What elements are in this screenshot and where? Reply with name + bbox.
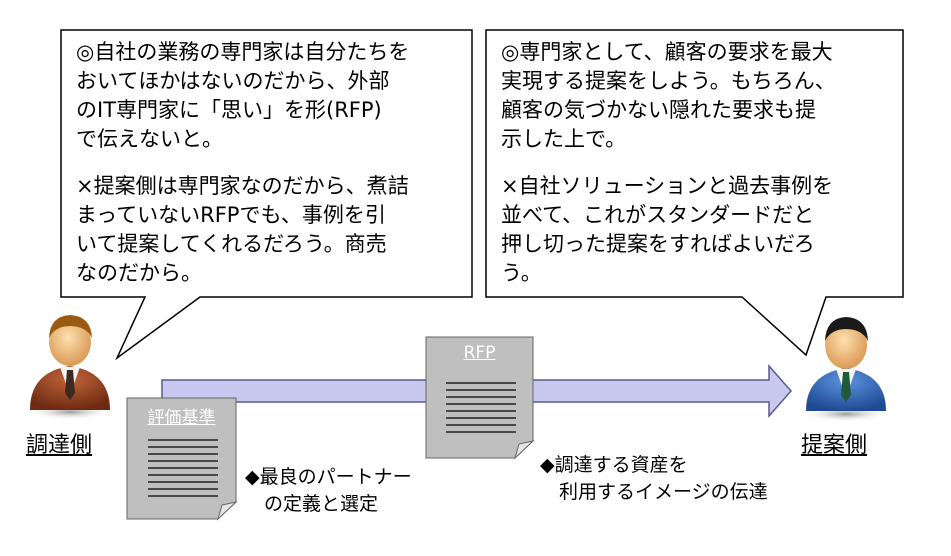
criteria-document-title: 評価基準 (147, 408, 216, 428)
rfp-document-title: RFP (463, 343, 496, 363)
rfp-document (425, 336, 535, 460)
proposal-label: 提案側 (801, 433, 868, 458)
procurement-label: 調達側 (26, 433, 93, 458)
left-bubble-text: ◎自社の業務の専門家は自分たちを おいてほかはないのだから、外部 のIT専門家に… (76, 38, 471, 306)
rfp-caption: ◆調達する資産を 利用するイメージの伝達 (540, 454, 768, 503)
procurement-person-icon (26, 315, 114, 420)
right-speech-bubble (485, 29, 904, 357)
left-bubble-item-good: ◎自社の業務の専門家は自分たちを おいてほかはないのだから、外部 のIT専門家に… (76, 40, 410, 151)
criteria-caption: ◆最良のパートナー の定義と選定 (245, 466, 412, 515)
left-bubble-item-bad: ×提案側は専門家なのだから、煮詰 まっていないRFPでも、事例を引 いて提案して… (76, 174, 409, 285)
right-bubble-item-bad: ×自社ソリューションと過去事例を 並べて、これがスタンダードだと 押し切った提案… (501, 174, 834, 285)
right-bubble-text: ◎専門家として、顧客の要求を最大 実現する提案をしよう。もちろん、 顧客の気づか… (501, 38, 901, 306)
left-speech-bubble (60, 29, 473, 361)
proposal-person-icon (802, 317, 890, 422)
right-bubble-item-good: ◎専門家として、顧客の要求を最大 実現する提案をしよう。もちろん、 顧客の気づか… (501, 40, 836, 151)
criteria-document (126, 397, 238, 521)
